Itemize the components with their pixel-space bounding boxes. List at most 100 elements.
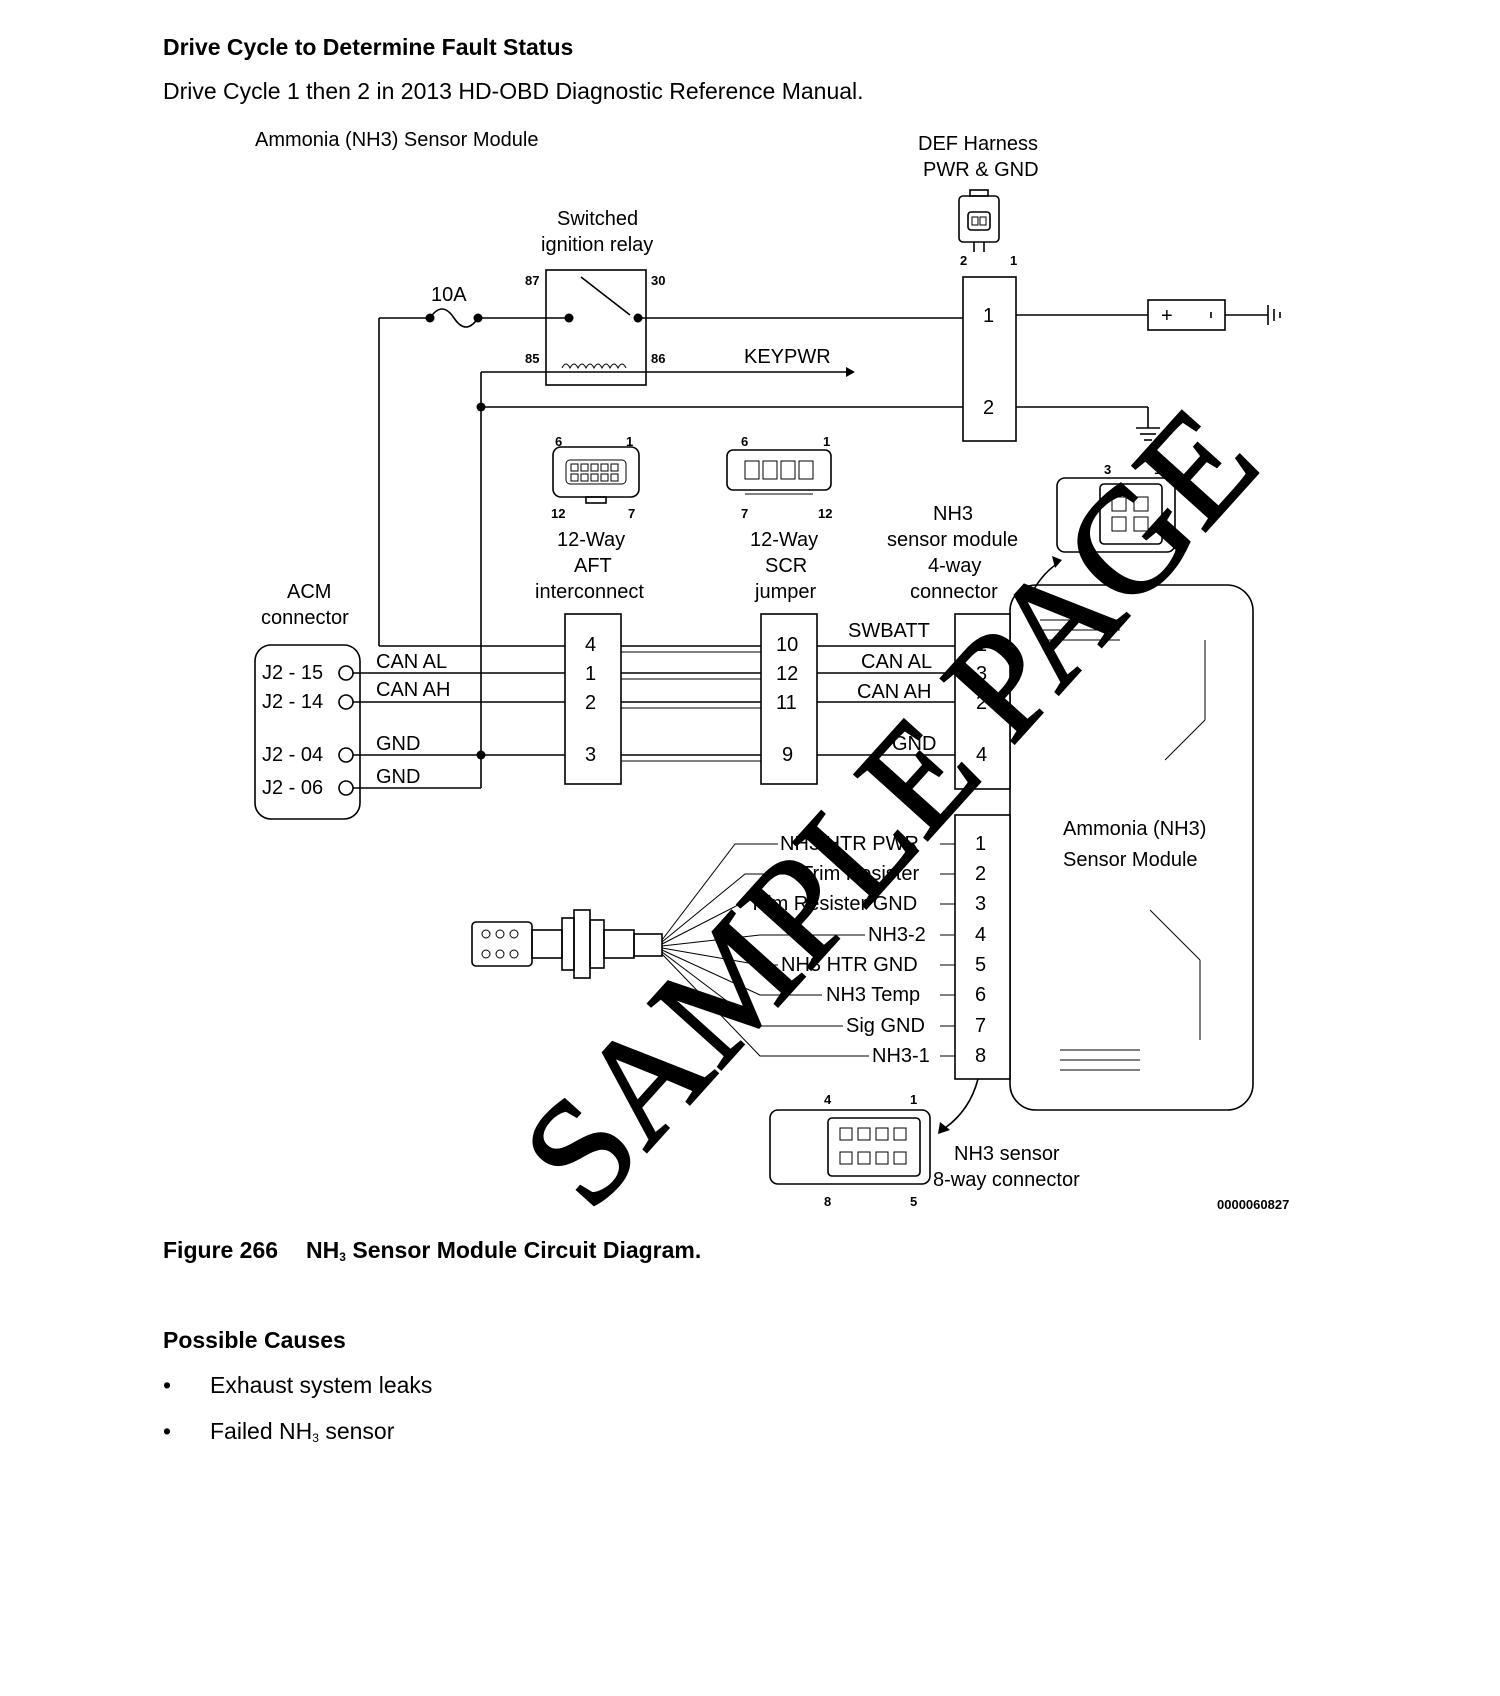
scr-pin-12: 12 (776, 663, 798, 685)
relay-pin-85: 85 (525, 351, 539, 366)
keypwr-label: KEYPWR (744, 346, 831, 368)
sensor-harness-wires (661, 843, 869, 1057)
def-pin-2: 2 (983, 397, 994, 419)
cause-item-2-post: sensor (318, 1418, 395, 1444)
module-8pin-block (954, 814, 1011, 1080)
nh3-4way-label-2: sensor module (887, 529, 1018, 551)
cause-item-2-pre: Failed NH (210, 1418, 313, 1444)
diagram-top-title: Ammonia (NH3) Sensor Module (255, 129, 538, 151)
sensor-pin-4: 4 (975, 924, 986, 946)
relay-label-1: Switched (557, 208, 638, 230)
def-conn-pin-1: 1 (1010, 253, 1017, 268)
def-conn-pin-2: 2 (960, 253, 967, 268)
nh3-8way-label-2: 8-way connector (933, 1169, 1080, 1191)
nh3-4way-connector-icon (1056, 477, 1176, 553)
nh3-4way-label-4: connector (910, 581, 998, 603)
aft-pin-1: 1 (585, 663, 596, 685)
section-heading: Drive Cycle to Determine Fault Status (163, 34, 574, 60)
nh3-8way-label-1: NH3 sensor (954, 1143, 1060, 1165)
battery-plus: + (1161, 305, 1173, 327)
figure-label: Figure 266 (163, 1237, 279, 1263)
scr-label-1: 12-Way (750, 529, 818, 551)
nh3-sensor-probe-icon (471, 909, 663, 979)
aft-interconnect-block (564, 613, 622, 785)
acm-pin-j2-14: J2 - 14 (262, 691, 323, 713)
cause-item-1: • Exhaust system leaks (163, 1372, 432, 1399)
acm-label-2: connector (261, 607, 349, 629)
acm-sig-gnd-1: GND (376, 733, 420, 755)
acm-sig-gnd-2: GND (376, 766, 420, 788)
aft-pin-2: 2 (585, 692, 596, 714)
sensor-sig-nh3-temp: NH3 Temp (826, 984, 920, 1006)
nh3-8way-conn-pin-4: 4 (824, 1092, 832, 1107)
aft-label-2: AFT (574, 555, 612, 577)
cause-item-1-text: Exhaust system leaks (210, 1372, 433, 1398)
nh3-8way-conn-pin-5: 5 (910, 1194, 917, 1209)
bullet-icon: • (163, 1372, 172, 1398)
acm-pin-j2-15: J2 - 15 (262, 662, 323, 684)
acm-label-1: ACM (287, 581, 331, 603)
nh3-8way-conn-pin-8: 8 (824, 1194, 831, 1209)
ground-icon (1136, 427, 1160, 441)
module-pin-4: 4 (976, 744, 987, 766)
module-sig-swbatt: SWBATT (848, 620, 930, 642)
nh3-4way-label-1: NH3 (933, 503, 973, 525)
module-sig-can-ah: CAN AH (857, 681, 931, 703)
relay-pin-30: 30 (651, 273, 665, 288)
sensor-pin-3: 3 (975, 893, 986, 915)
scr-pin-11: 11 (776, 692, 797, 714)
caption-pre: NH (306, 1237, 340, 1263)
relay-coil-icon (561, 363, 627, 370)
scr-conn-pin-6: 6 (741, 434, 748, 449)
module-sig-gnd: GND (892, 733, 936, 755)
def-pin-1: 1 (983, 305, 994, 327)
aft-label-3: interconnect (535, 581, 644, 603)
aft-connector-icon (552, 446, 640, 504)
nh3-8way-conn-pin-1: 1 (910, 1092, 917, 1107)
aft-pin-4: 4 (585, 634, 596, 656)
sensor-sig-nh3-2: NH3-2 (868, 924, 926, 946)
scr-conn-pin-7: 7 (741, 506, 748, 521)
acm-pin-j2-06: J2 - 06 (262, 777, 323, 799)
sensor-pin-5: 5 (975, 954, 986, 976)
relay-label-2: ignition relay (541, 234, 653, 256)
sensor-sig-nh3-1: NH3-1 (872, 1045, 930, 1067)
fuse-icon (429, 308, 479, 328)
switched-ignition-relay (545, 269, 647, 386)
chassis-ground-icon (1267, 305, 1281, 325)
fuse-label: 10A (431, 284, 467, 306)
module-sig-can-al: CAN AL (861, 651, 932, 673)
scr-jumper-block (760, 613, 818, 785)
relay-pin-86: 86 (651, 351, 665, 366)
figure-code: 0000060827 (1217, 1197, 1289, 1212)
scr-label-2: SCR (765, 555, 807, 577)
battery-icon (1147, 299, 1226, 331)
def-harness-label-2: PWR & GND (923, 159, 1039, 181)
acm-sig-can-ah: CAN AH (376, 679, 450, 701)
sensor-sig-trim-resister: Trim Resister (801, 863, 919, 885)
sensor-sig-trim-resister-gnd: Trim Resister GND (749, 893, 917, 915)
sensor-pin-1: 1 (975, 833, 986, 855)
scr-conn-pin-1: 1 (823, 434, 830, 449)
module-4pin-block (954, 613, 1011, 790)
module-pin-3: 3 (976, 663, 987, 685)
nh3-4way-conn-pin-3: 3 (1104, 462, 1111, 477)
section-subtitle: Drive Cycle 1 then 2 in 2013 HD-OBD Diag… (163, 78, 864, 104)
scr-conn-pin-12: 12 (818, 506, 832, 521)
relay-pin-87: 87 (525, 273, 539, 288)
acm-connector (254, 644, 361, 820)
scr-label-3: jumper (754, 581, 816, 603)
sensor-pin-2: 2 (975, 863, 986, 885)
sensor-sig-htr-gnd: NH3 HTR GND (781, 954, 918, 976)
cause-item-2-sub: 3 (312, 1431, 319, 1445)
nh3-8way-connector-icon (769, 1109, 931, 1185)
module-label-2: Sensor Module (1063, 849, 1198, 871)
acm-pin-j2-04: J2 - 04 (262, 744, 323, 766)
sensor-sig-sig-gnd: Sig GND (846, 1015, 925, 1037)
nh3-4way-label-3: 4-way (928, 555, 981, 577)
sensor-sig-htr-pwr: NH3 HTR PWR (780, 833, 919, 855)
def-harness-connector-icon (958, 189, 1000, 252)
module-label-1: Ammonia (NH3) (1063, 818, 1206, 840)
nh3-4way-conn-pin-2: 2 (1104, 564, 1111, 579)
acm-sig-can-al: CAN AL (376, 651, 447, 673)
